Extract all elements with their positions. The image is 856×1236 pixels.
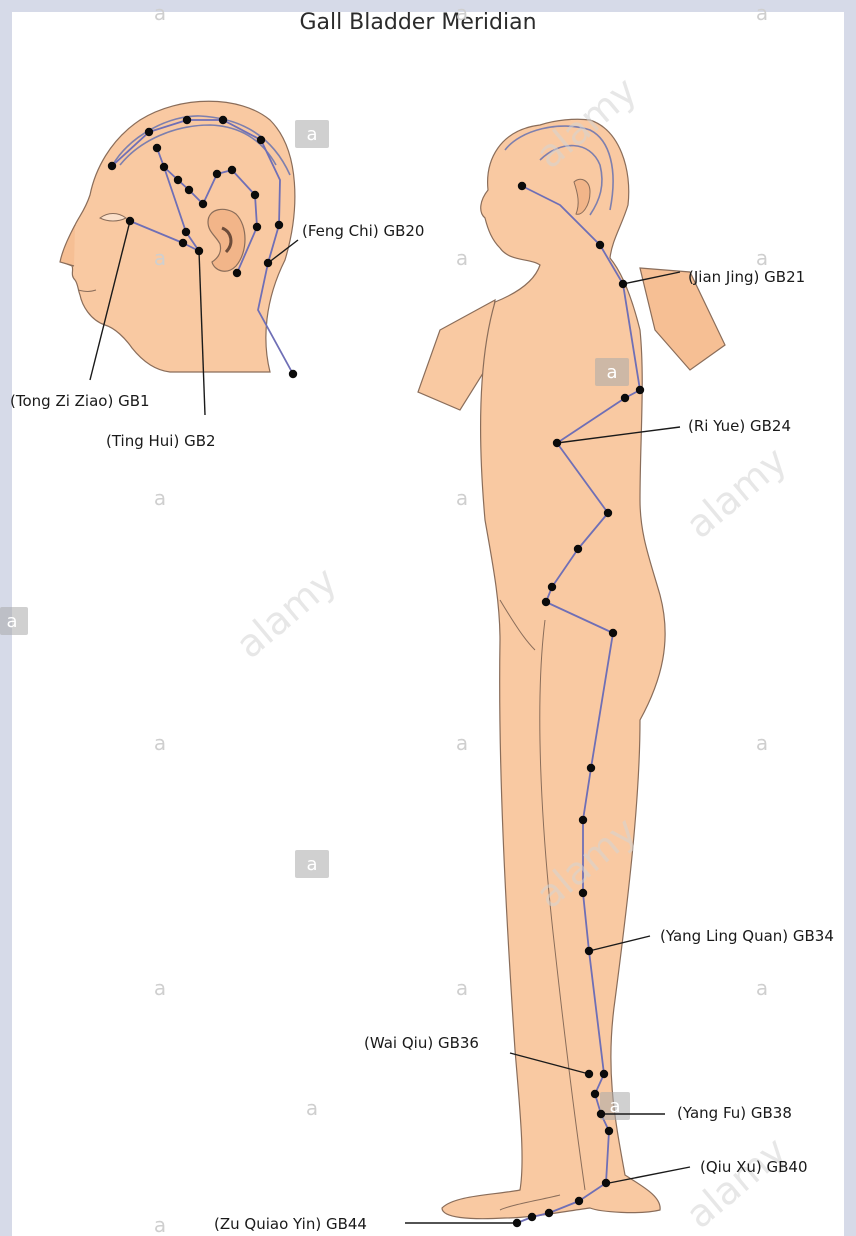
point [174, 176, 182, 184]
point [153, 144, 161, 152]
svg-text:a: a [456, 976, 468, 1000]
svg-text:a: a [6, 611, 17, 632]
point [587, 764, 595, 772]
point [228, 166, 236, 174]
svg-text:a: a [456, 246, 468, 270]
point [518, 182, 526, 190]
point [528, 1213, 536, 1221]
point [609, 629, 617, 637]
svg-text:a: a [154, 1, 166, 25]
svg-text:a: a [306, 1096, 318, 1120]
svg-text:a: a [756, 1, 768, 25]
point [574, 545, 582, 553]
label-gb20: (Feng Chi) GB20 [302, 222, 424, 240]
point [605, 1127, 613, 1135]
label-gb24: (Ri Yue) GB24 [688, 417, 791, 435]
point [600, 1070, 608, 1078]
point [179, 239, 187, 247]
svg-text:a: a [756, 731, 768, 755]
point-gb2 [195, 247, 203, 255]
point [253, 223, 261, 231]
label-gb38: (Yang Fu) GB38 [677, 1104, 792, 1122]
point-gb21 [619, 280, 627, 288]
label-gb1: (Tong Zi Ziao) GB1 [10, 392, 150, 410]
point [160, 163, 168, 171]
point-gb44 [513, 1219, 521, 1227]
svg-text:a: a [154, 486, 166, 510]
svg-text:a: a [306, 854, 317, 875]
label-gb34: (Yang Ling Quan) GB34 [660, 927, 834, 945]
svg-text:a: a [154, 246, 166, 270]
svg-text:a: a [606, 362, 617, 383]
point-gb20 [264, 259, 272, 267]
point [185, 186, 193, 194]
svg-text:a: a [456, 1, 468, 25]
point-gb24 [553, 439, 561, 447]
point [596, 241, 604, 249]
point [251, 191, 259, 199]
point [548, 583, 556, 591]
point [183, 116, 191, 124]
point-gb34 [585, 947, 593, 955]
label-gb40: (Qiu Xu) GB40 [700, 1158, 808, 1176]
svg-text:a: a [154, 1213, 166, 1236]
point [108, 162, 116, 170]
svg-text:a: a [456, 486, 468, 510]
point [213, 170, 221, 178]
point [199, 200, 207, 208]
point [621, 394, 629, 402]
label-gb44: (Zu Quiao Yin) GB44 [214, 1215, 367, 1233]
point [545, 1209, 553, 1217]
point [636, 386, 644, 394]
point [575, 1197, 583, 1205]
label-gb2: (Ting Hui) GB2 [106, 432, 216, 450]
point-gb38 [597, 1110, 605, 1118]
point [579, 889, 587, 897]
svg-text:a: a [154, 731, 166, 755]
point [233, 269, 241, 277]
point [579, 816, 587, 824]
label-gb21: (Jian Jing) GB21 [688, 268, 805, 286]
svg-text:a: a [456, 731, 468, 755]
point-gb1 [126, 217, 134, 225]
point [257, 136, 265, 144]
point [219, 116, 227, 124]
svg-text:a: a [756, 976, 768, 1000]
svg-text:a: a [756, 246, 768, 270]
point [145, 128, 153, 136]
point-gb40 [602, 1179, 610, 1187]
point-gb36 [585, 1070, 593, 1078]
point [289, 370, 297, 378]
svg-text:a: a [306, 124, 317, 145]
point [591, 1090, 599, 1098]
point [604, 509, 612, 517]
point [275, 221, 283, 229]
svg-text:a: a [154, 976, 166, 1000]
point [182, 228, 190, 236]
diagram-title: Gall Bladder Meridian [299, 10, 536, 35]
point [542, 598, 550, 606]
label-gb36: (Wai Qiu) GB36 [364, 1034, 479, 1052]
